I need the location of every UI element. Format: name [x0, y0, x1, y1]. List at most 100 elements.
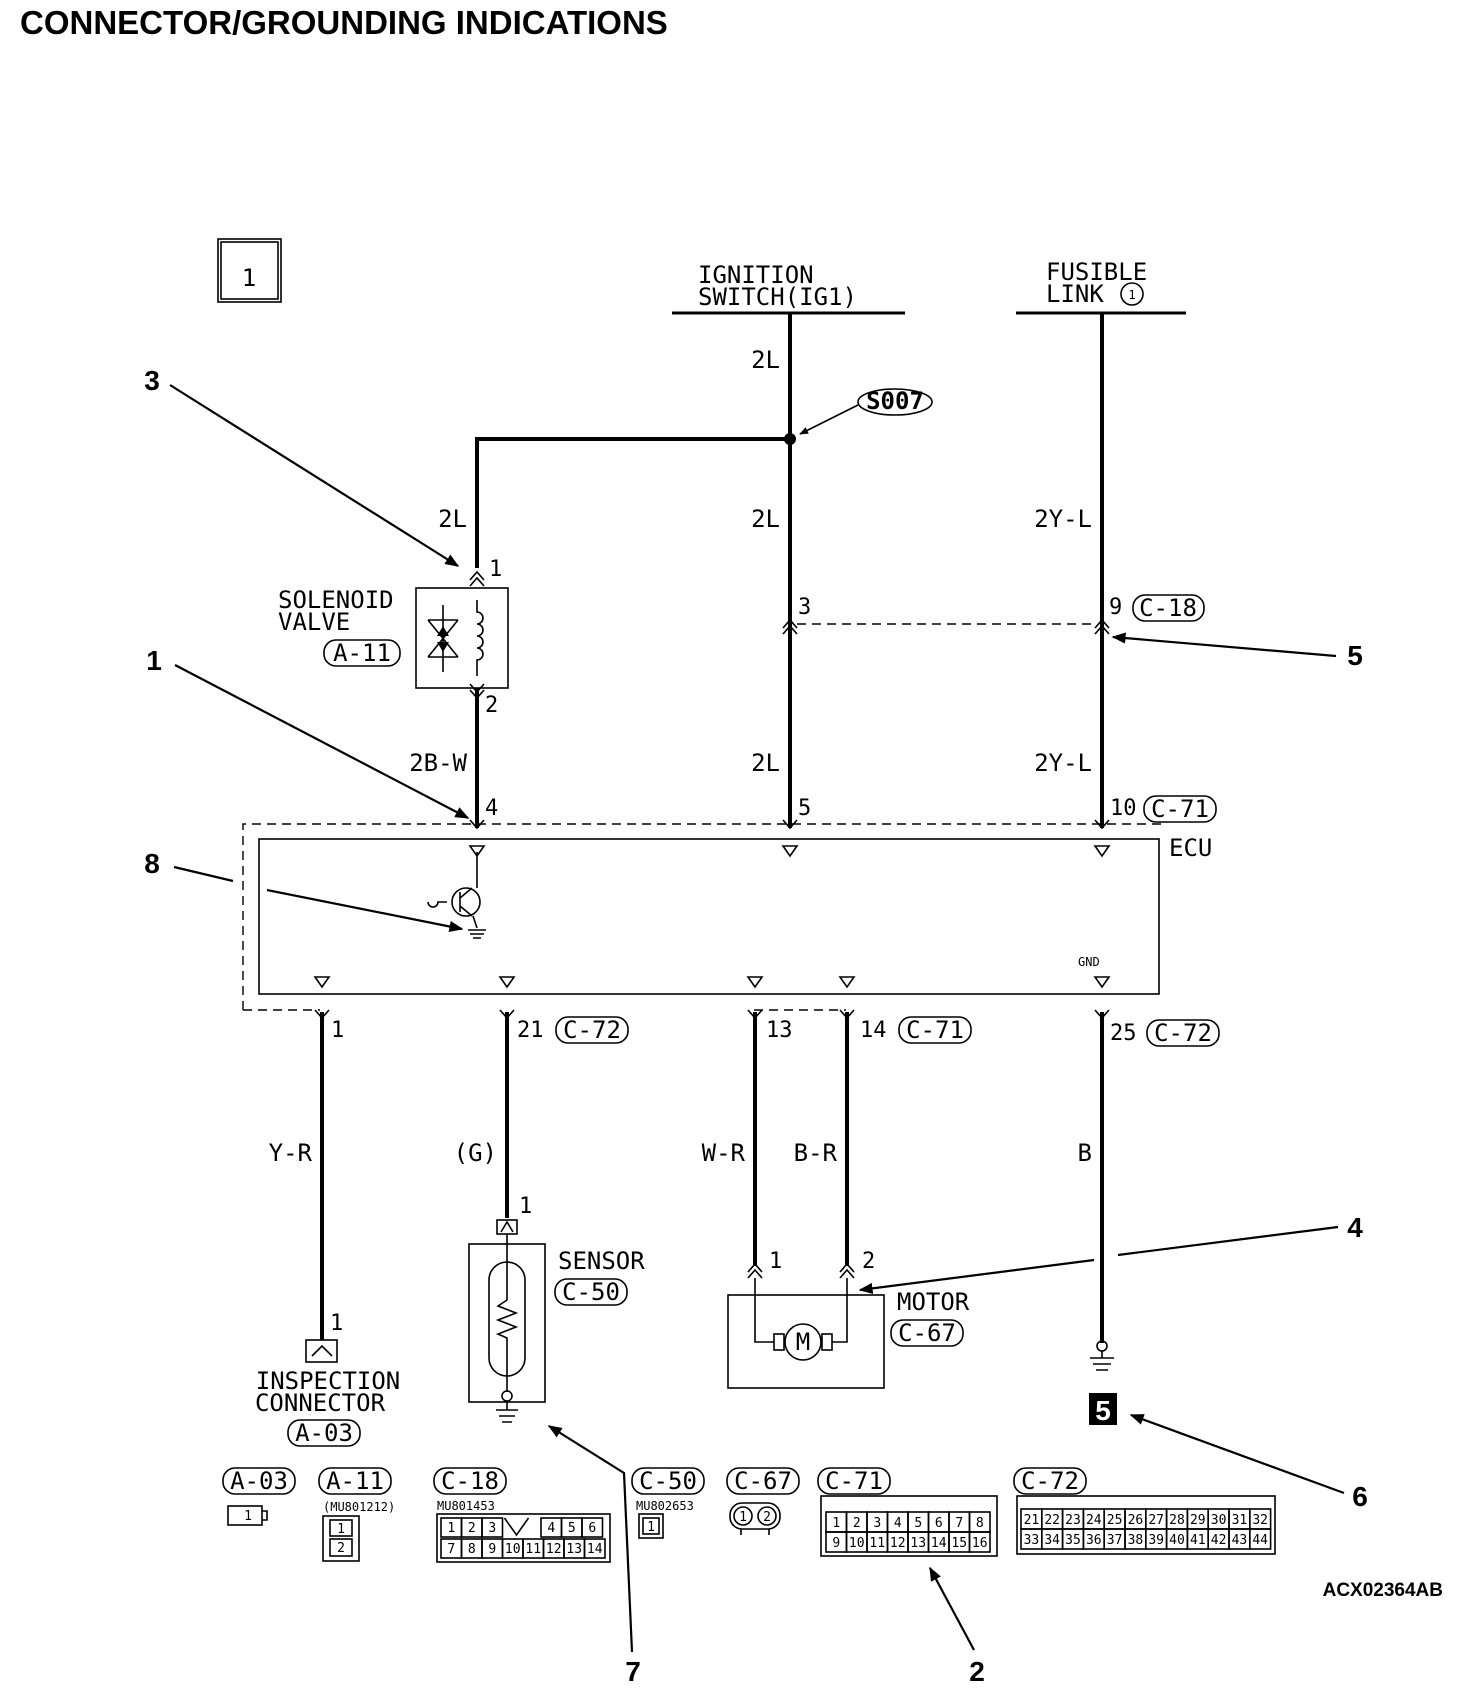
legend-c72-pin-label: 31 — [1232, 1513, 1248, 1528]
wire-color-ign-top: 2L — [751, 346, 780, 374]
legend-c18-pin-label: 4 — [547, 1521, 555, 1536]
fusible-link-source: FUSIBLE LINK 1 — [1016, 258, 1186, 315]
legend-c72-pin-label: 40 — [1169, 1533, 1185, 1548]
legend-c72-pin-label: 29 — [1190, 1513, 1206, 1528]
legend-c71-pin-label: 11 — [869, 1536, 885, 1551]
wire-color-ign-mid: 2L — [751, 505, 780, 533]
callout-3: 3 — [144, 365, 460, 567]
section-number: 1 — [242, 264, 256, 292]
callout-1: 1 — [146, 645, 470, 819]
legend-c67-pin-2: 2 — [763, 1510, 771, 1525]
pin-sol-1: 1 — [489, 557, 502, 582]
pin-ecu-1: 1 — [331, 1018, 344, 1043]
legend-c18-pin-label: 14 — [587, 1542, 603, 1557]
legend-c71-pin-label: 8 — [976, 1516, 984, 1531]
legend-c18-pin-label: 10 — [505, 1542, 521, 1557]
legend-c18-code: C-18 — [441, 1467, 499, 1495]
legend-c67-pin-1: 1 — [739, 1510, 747, 1525]
ecu-pin5-marker — [782, 819, 798, 830]
pin-ecu-21: 21 — [517, 1018, 544, 1043]
legend-c18-pin-label: 12 — [546, 1542, 562, 1557]
wire-color-sol-top: 2L — [438, 505, 467, 533]
legend-c18-pin-label: 13 — [566, 1542, 582, 1557]
wire-color-ground: B — [1078, 1139, 1092, 1167]
legend-c72-pin-label: 36 — [1086, 1533, 1102, 1548]
section-number-box: 1 — [217, 238, 282, 303]
ignition-label-2: SWITCH(IG1) — [698, 283, 857, 311]
legend-c71-pin-label: 10 — [849, 1536, 865, 1551]
wire-color-motor2: B-R — [794, 1139, 838, 1167]
legend-c71-code: C-71 — [825, 1467, 883, 1495]
connector-c72-25-code: C-72 — [1154, 1019, 1212, 1047]
legend-c72-pin-label: 21 — [1024, 1513, 1040, 1528]
fusible-label-1: FUSIBLE — [1046, 258, 1147, 286]
legend-c67: C-67 1 2 — [726, 1467, 800, 1535]
callout-5-number: 5 — [1347, 640, 1363, 671]
connector-c18-code: C-18 — [1139, 594, 1197, 622]
fusible-number-circle — [1120, 282, 1144, 306]
legend-a11-code: A-11 — [326, 1467, 384, 1495]
pin-ecu-10: 10 — [1110, 796, 1137, 821]
ground-point: 5 — [1089, 1340, 1117, 1426]
legend-c71-pin-label: 6 — [935, 1516, 943, 1531]
connector-c71-top: C-71 — [1143, 795, 1217, 823]
callout-6: 6 — [1129, 1413, 1368, 1512]
legend-c18-pin-label: 5 — [568, 1521, 576, 1536]
callout-5: 5 — [1111, 632, 1363, 671]
legend-c71-pin-label: 4 — [894, 1516, 902, 1531]
callout-6-number: 6 — [1352, 1481, 1368, 1512]
legend-c71-pin-label: 12 — [890, 1536, 906, 1551]
wire-color-insp: Y-R — [269, 1139, 313, 1167]
legend-c72-pin-label: 25 — [1107, 1513, 1123, 1528]
legend-c50: C-50 MU802653 1 — [631, 1467, 705, 1539]
callout-2: 2 — [929, 1566, 985, 1687]
legend-c71-pin-label: 2 — [853, 1516, 861, 1531]
callout-4-number: 4 — [1347, 1212, 1363, 1243]
splice-point — [784, 433, 796, 445]
pin-ecu-5: 5 — [798, 796, 811, 821]
inspection-code: A-03 — [295, 1419, 353, 1447]
legend-c72-pin-label: 35 — [1065, 1533, 1081, 1548]
pin-ecu-4: 4 — [485, 796, 498, 821]
legend-c72-pin-label: 23 — [1065, 1513, 1081, 1528]
ecu-gnd-label: GND — [1078, 955, 1100, 969]
connector-c71-14: C-71 — [898, 1016, 972, 1044]
fusible-label-2: LINK — [1046, 280, 1104, 308]
solenoid-feed-wire — [475, 437, 790, 568]
document-code: ACX02364AB — [1323, 1580, 1443, 1601]
legend-c71-pin-label: 9 — [832, 1536, 840, 1551]
legend-c72-code: C-72 — [1021, 1467, 1079, 1495]
legend-a11-pin-1: 1 — [337, 1522, 345, 1537]
callout-2-number: 2 — [969, 1656, 985, 1687]
legend-c71-pin-label: 1 — [832, 1516, 840, 1531]
ground-number: 5 — [1095, 1395, 1111, 1426]
legend-c72-pin-label: 33 — [1024, 1533, 1040, 1548]
callout-7: 7 — [547, 1425, 641, 1687]
connector-c72-25: C-72 — [1146, 1019, 1220, 1047]
connector-c72-21-code: C-72 — [563, 1016, 621, 1044]
ecu: ECU GND — [242, 823, 1212, 1011]
solenoid-valve: SOLENOID VALVE A-11 — [278, 570, 509, 700]
legend-c18-key-icon — [503, 1517, 530, 1537]
sensor-code: C-50 — [562, 1278, 620, 1306]
legend-c50-pin: 1 — [647, 1520, 655, 1535]
pin-ecu-25: 25 — [1110, 1021, 1137, 1046]
legend-a11-part: (MU801212) — [323, 1500, 395, 1514]
legend-c72-pin-cell — [1249, 1528, 1272, 1550]
legend-c72-pin-label: 28 — [1169, 1513, 1185, 1528]
callout-4: 4 — [858, 1212, 1363, 1294]
legend-c18-pin-cell — [583, 1538, 606, 1559]
legend-c50-code: C-50 — [639, 1467, 697, 1495]
legend-c18-frame — [436, 1513, 611, 1563]
sensor: SENSOR C-50 — [468, 1219, 645, 1423]
legend-c72-pin-label: 22 — [1044, 1513, 1060, 1528]
solenoid-label-1: SOLENOID — [278, 586, 394, 614]
wire-color-sol-bottom: 2B-W — [409, 749, 467, 777]
connector-c71-top-code: C-71 — [1151, 795, 1209, 823]
